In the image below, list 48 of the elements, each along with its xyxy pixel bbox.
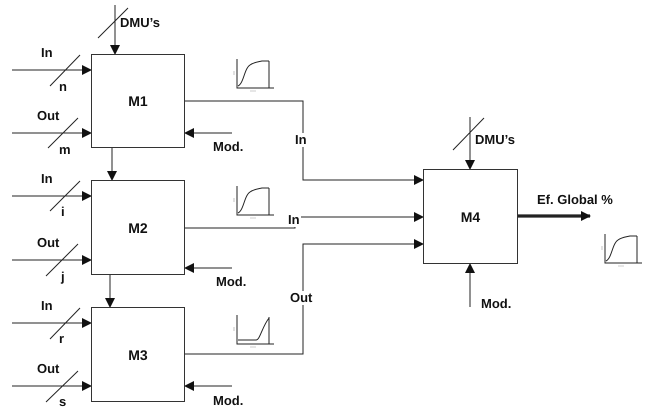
bus-width-label: n (58, 80, 68, 94)
edge-label: DMU’s (474, 133, 516, 148)
arrow (12, 255, 92, 265)
arrow (184, 128, 232, 138)
arrow (184, 263, 232, 273)
arrow (107, 148, 117, 181)
edge-label: In (40, 299, 54, 314)
edge-label: DMU’s (119, 16, 161, 30)
edge-label: Out (36, 109, 60, 124)
box-title: M1 (128, 93, 148, 109)
edge-label: Mod. (480, 297, 512, 312)
edge-label: Out (36, 236, 60, 250)
edge-label: Out (289, 291, 314, 306)
box-title: M2 (128, 220, 148, 236)
arrow (12, 65, 92, 75)
arrow (12, 128, 92, 138)
arrow (12, 191, 92, 201)
bus-width-label: m (58, 143, 72, 158)
process-box (91, 307, 185, 402)
arrow (184, 100, 424, 185)
box-title: M4 (460, 208, 480, 224)
bus-width-label: r (58, 332, 66, 346)
edge-label: In (287, 213, 301, 228)
bus-width-label: j (60, 270, 66, 284)
edge-label: Mod. (212, 394, 244, 408)
edge-label: In (294, 133, 308, 148)
arrow (12, 318, 92, 328)
arrow (105, 274, 115, 308)
arrow (465, 263, 475, 308)
bus-width-label: i (60, 205, 66, 220)
edge-label: Mod. (212, 140, 244, 154)
process-box (91, 180, 185, 275)
arrow (184, 381, 232, 391)
arrow (184, 212, 424, 228)
process-box (423, 169, 518, 264)
edge-label: In (40, 172, 54, 186)
arrow (184, 239, 424, 354)
edge-label: Mod. (215, 275, 248, 290)
edge-label: Ef. Global % (536, 193, 614, 208)
arrow (110, 4, 120, 55)
arrow (465, 116, 475, 170)
edge-label: In (40, 46, 54, 60)
bus-width-label: s (58, 395, 68, 409)
arrow (518, 211, 591, 221)
box-title: M3 (128, 346, 148, 362)
edge-label: Out (36, 362, 60, 376)
process-box (91, 54, 185, 148)
arrow (12, 381, 92, 391)
